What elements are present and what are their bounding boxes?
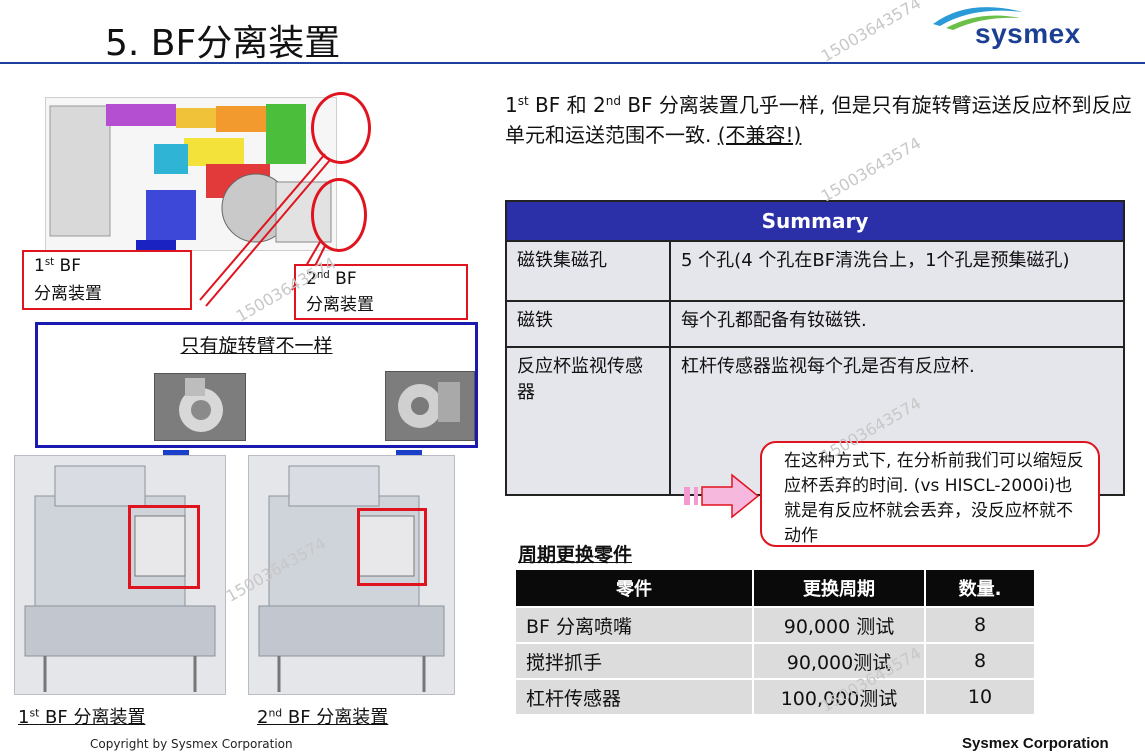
sysmex-logo-icon: [933, 7, 1023, 30]
table-row: 搅拌抓手 90,000测试 8: [516, 644, 1034, 678]
table-row: 磁铁集磁孔 5 个孔(4 个孔在BF清洗台上，1个孔是预集磁孔): [505, 240, 1125, 302]
bf-unit-2nd-image: [248, 455, 455, 695]
only-arm-different-box: 只有旋转臂不一样: [35, 322, 478, 448]
title-divider: [0, 62, 1145, 64]
summary-item-desc: 5 个孔(4 个孔在BF清洗台上，1个孔是预集磁孔): [669, 240, 1125, 302]
summary-item-desc: 每个孔都配备有钕磁铁.: [669, 300, 1125, 348]
highlight-circle-1st: [311, 92, 371, 164]
highlight-circle-2nd: [311, 178, 367, 252]
arm-highlight-2nd: [357, 508, 427, 586]
label-1st-bf: 1st BF 分离装置: [22, 250, 192, 310]
arm-highlight-1st: [128, 505, 200, 589]
summary-item-name: 磁铁集磁孔: [505, 240, 671, 302]
parts-table: 零件 更换周期 数量. BF 分离喷嘴 90,000 测试 8 搅拌抓手 90,…: [514, 568, 1036, 716]
intro-text: 1st BF 和 2nd BF 分离装置几乎一样, 但是只有旋转臂运送反应杯到反…: [505, 93, 1132, 147]
part-qty: 8: [926, 644, 1034, 678]
table-row: 杠杆传感器 100,000测试 10: [516, 680, 1034, 714]
table-row: 磁铁 每个孔都配备有钕磁铁.: [505, 300, 1125, 348]
arm-photo-2nd: [385, 371, 475, 441]
part-cycle: 100,000测试: [754, 680, 924, 714]
summary-item-name: 反应杯监视传感器: [505, 346, 671, 496]
callout-note: 在这种方式下, 在分析前我们可以缩短反应杯丢弃的时间. (vs HISCL-20…: [760, 441, 1100, 547]
parts-header-qty: 数量.: [926, 570, 1034, 606]
part-cycle: 90,000 测试: [754, 608, 924, 642]
arm-photo-1st: [154, 373, 246, 441]
summary-item-name: 磁铁: [505, 300, 671, 348]
copyright-text: Copyright by Sysmex Corporation: [90, 737, 293, 751]
sysmex-logo-text: sysmex: [975, 18, 1081, 49]
parts-header-part: 零件: [516, 570, 752, 606]
table-row: BF 分离喷嘴 90,000 测试 8: [516, 608, 1034, 642]
part-cycle: 90,000测试: [754, 644, 924, 678]
parts-header-cycle: 更换周期: [754, 570, 924, 606]
only-arm-different-label: 只有旋转臂不一样: [180, 335, 333, 357]
part-qty: 8: [926, 608, 1034, 642]
parts-title: 周期更换零件: [518, 544, 633, 566]
footer-brand: Sysmex Corporation: [962, 735, 1109, 752]
page-title: 5. BF分离装置: [105, 23, 341, 64]
part-qty: 10: [926, 680, 1034, 714]
part-name: 杠杆传感器: [516, 680, 752, 714]
summary-header: Summary: [505, 200, 1125, 242]
caption-2nd-bf: 2nd BF 分离装置: [257, 706, 389, 728]
part-name: BF 分离喷嘴: [516, 608, 752, 642]
bf-unit-1st-image: [14, 455, 226, 695]
pink-arrow-icon: [684, 473, 760, 519]
label-2nd-bf: 2nd BF 分离装置: [294, 264, 468, 320]
watermark: 15003643574: [817, 0, 925, 66]
caption-1st-bf: 1st BF 分离装置: [18, 706, 146, 728]
part-name: 搅拌抓手: [516, 644, 752, 678]
